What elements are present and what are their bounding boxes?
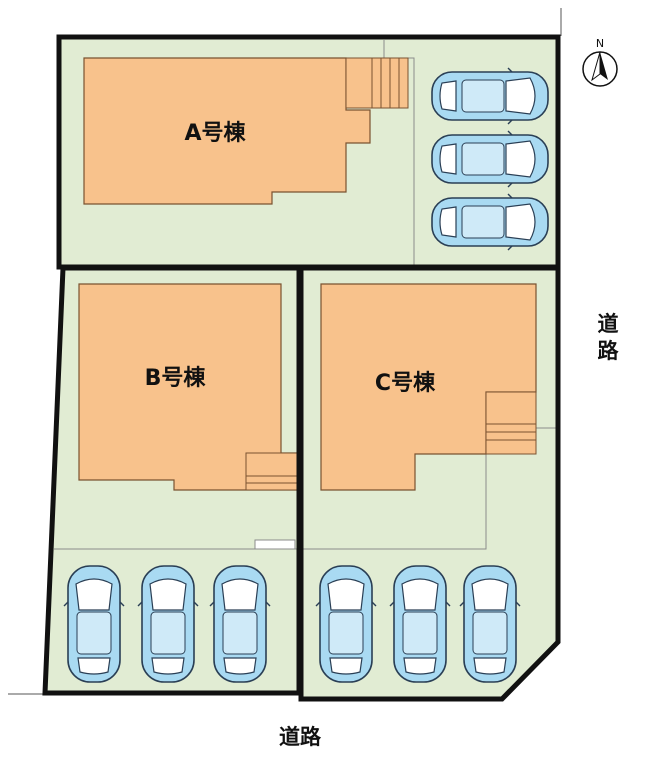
car-icon bbox=[459, 565, 521, 683]
lot-B-step bbox=[254, 539, 296, 550]
parking-lot-B bbox=[63, 565, 271, 683]
parking-lot-A bbox=[431, 67, 549, 251]
road-label-south: 道路 bbox=[279, 725, 322, 749]
car-icon bbox=[389, 565, 451, 683]
north-label: N bbox=[596, 37, 604, 50]
building-C-label: C号棟 bbox=[375, 370, 436, 396]
stairs-C bbox=[485, 391, 537, 455]
building-B-label: B号棟 bbox=[145, 365, 207, 391]
stairs-B bbox=[245, 452, 299, 491]
car-icon bbox=[137, 565, 199, 683]
north-arrow-icon: N bbox=[582, 37, 618, 87]
lot-C-walk bbox=[302, 454, 487, 550]
car-icon bbox=[431, 130, 549, 188]
car-icon bbox=[315, 565, 377, 683]
car-icon bbox=[63, 565, 125, 683]
lot-boundaries bbox=[42, 34, 561, 702]
stairs-A bbox=[345, 57, 409, 109]
car-icon bbox=[209, 565, 271, 683]
car-icon bbox=[431, 67, 549, 125]
parking-lot-C bbox=[315, 565, 521, 683]
car-icon bbox=[431, 193, 549, 251]
road-label-east-1: 道 bbox=[598, 312, 619, 336]
road-label-east-2: 路 bbox=[598, 339, 620, 363]
building-A-label: A号棟 bbox=[184, 120, 246, 146]
